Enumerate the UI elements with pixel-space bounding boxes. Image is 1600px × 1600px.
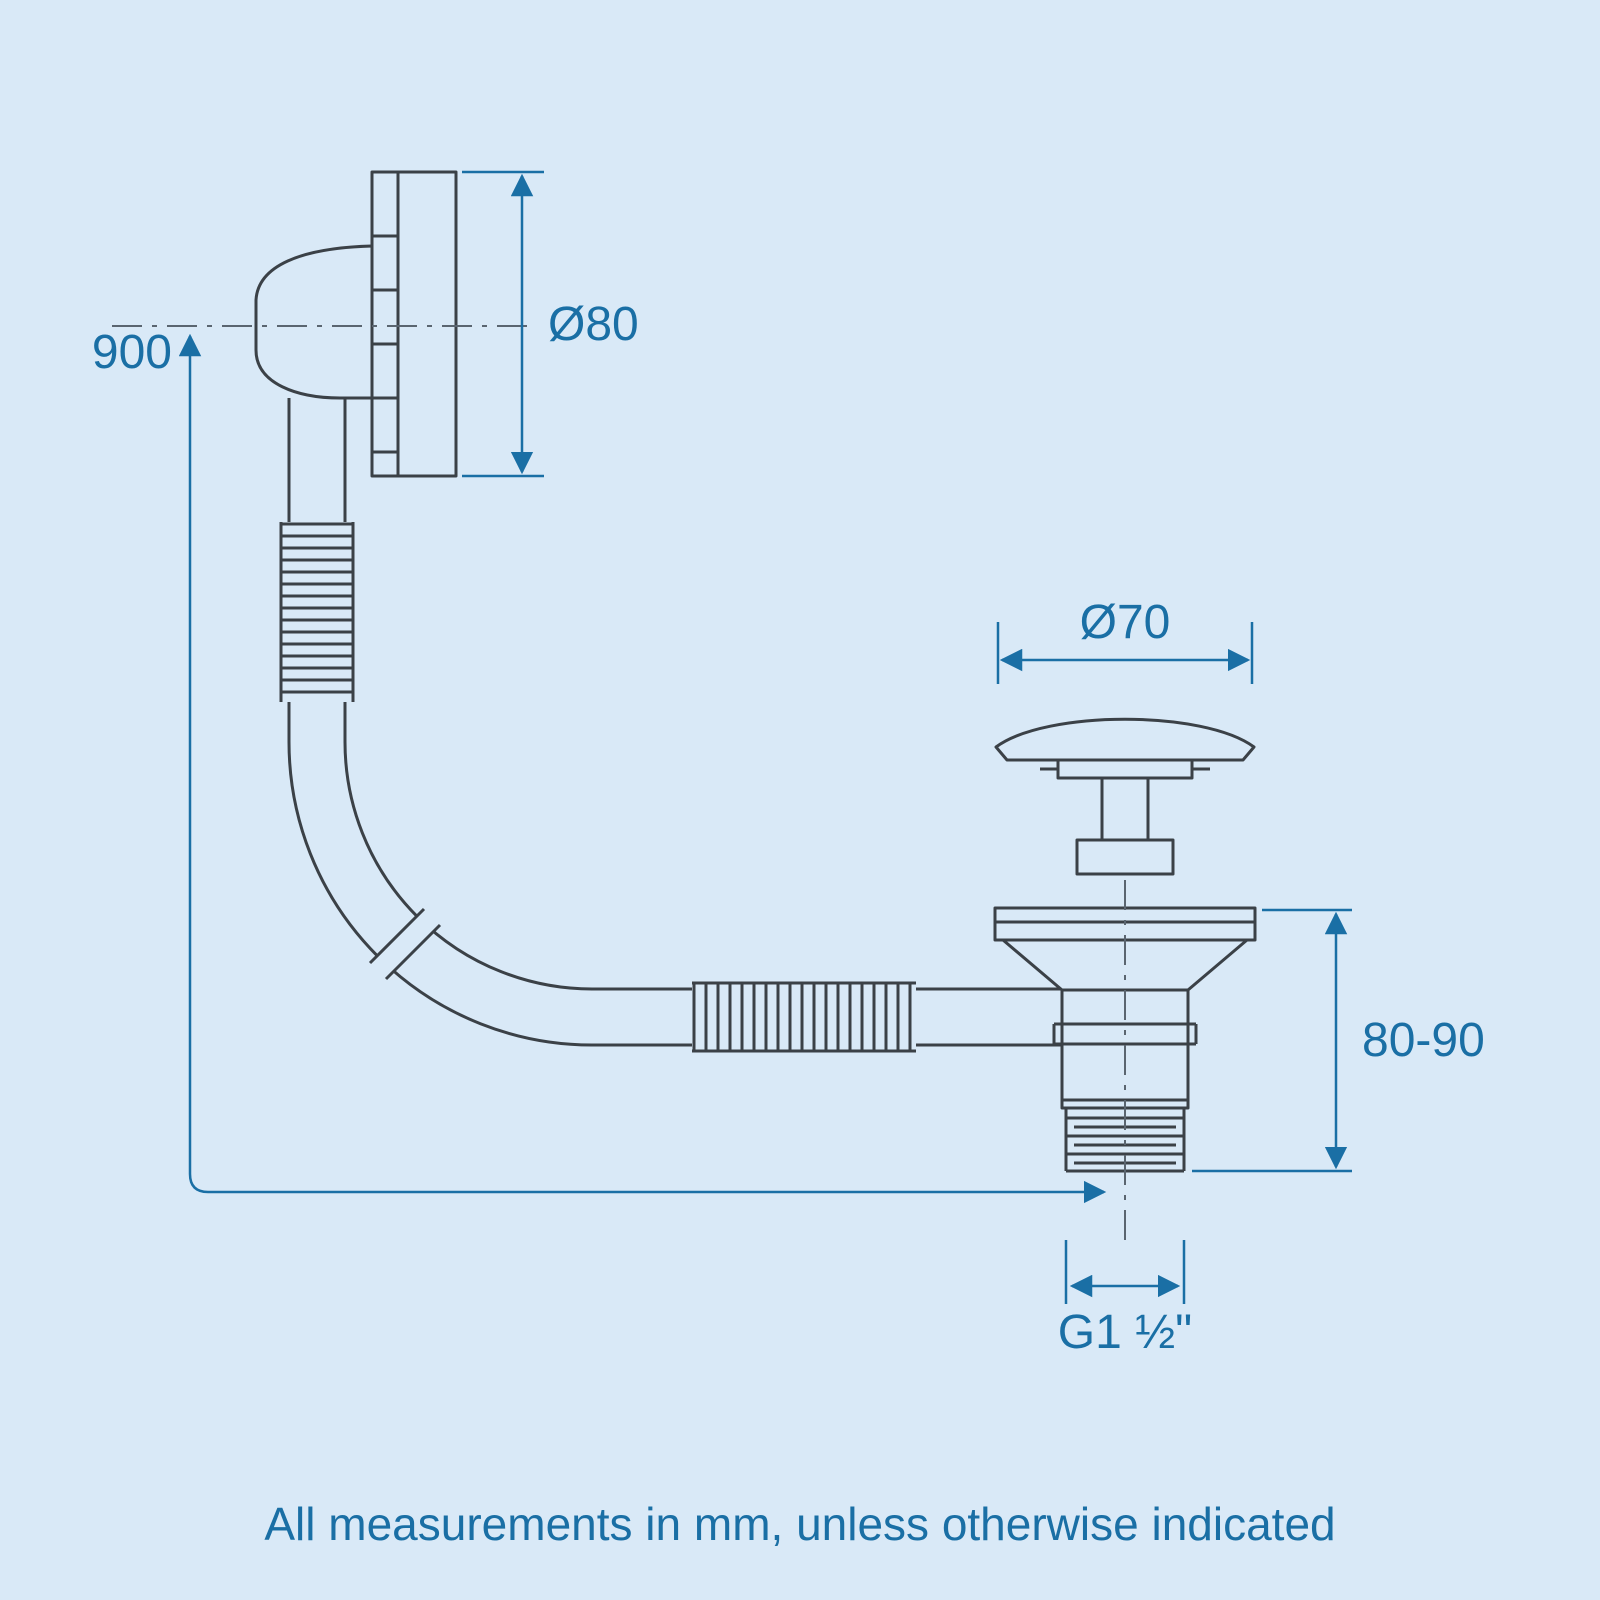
dim-70-extension-lines xyxy=(996,622,1254,684)
label-plug-cap-diameter: Ø70 xyxy=(1080,596,1171,649)
overflow-outlet-pipe xyxy=(287,398,347,522)
hose-wall-horizontal-right xyxy=(916,987,1064,1047)
plug-stem xyxy=(1100,776,1150,842)
dim-thread-extension-lines xyxy=(1064,1240,1186,1304)
dim-900-line xyxy=(178,333,1107,1204)
plug-pin-plate xyxy=(1056,758,1194,780)
dim-80-90-extension-lines xyxy=(1192,908,1352,1173)
hose-wall-upper xyxy=(287,702,347,742)
overflow-cone xyxy=(254,244,374,400)
footer-note: All measurements in mm, unless otherwise… xyxy=(264,1498,1335,1550)
overflow-fitting xyxy=(254,170,458,522)
hose-corrugation-vertical xyxy=(279,522,355,702)
dimension-overflow-diameter: Ø80 xyxy=(462,170,639,478)
label-hose-length: 900 xyxy=(92,326,172,379)
plug-foot xyxy=(1075,838,1175,876)
waste-collar xyxy=(1052,1022,1198,1046)
dim-80-extension-lines xyxy=(462,170,544,478)
dimension-plug-cap-diameter: Ø70 xyxy=(996,596,1254,684)
overflow-flange-body xyxy=(370,170,458,478)
pipe-break-gap xyxy=(370,909,440,979)
dimension-thread-size: G1 ½" xyxy=(1058,1240,1192,1359)
label-waste-height: 80-90 xyxy=(1362,1014,1485,1067)
pop-up-plug xyxy=(994,717,1256,876)
dimension-waste-height: 80-90 xyxy=(1192,908,1485,1173)
hose-corrugation-horizontal xyxy=(692,981,916,1053)
plug-cap xyxy=(994,717,1256,762)
flexible-hose xyxy=(279,522,1064,1053)
label-overflow-diameter: Ø80 xyxy=(548,298,639,351)
hose-wall-horizontal-left xyxy=(592,987,692,1047)
hose-elbow-outer xyxy=(287,741,593,1047)
dimension-hose-length: 900 xyxy=(92,326,1107,1204)
label-thread-size: G1 ½" xyxy=(1058,1306,1192,1359)
